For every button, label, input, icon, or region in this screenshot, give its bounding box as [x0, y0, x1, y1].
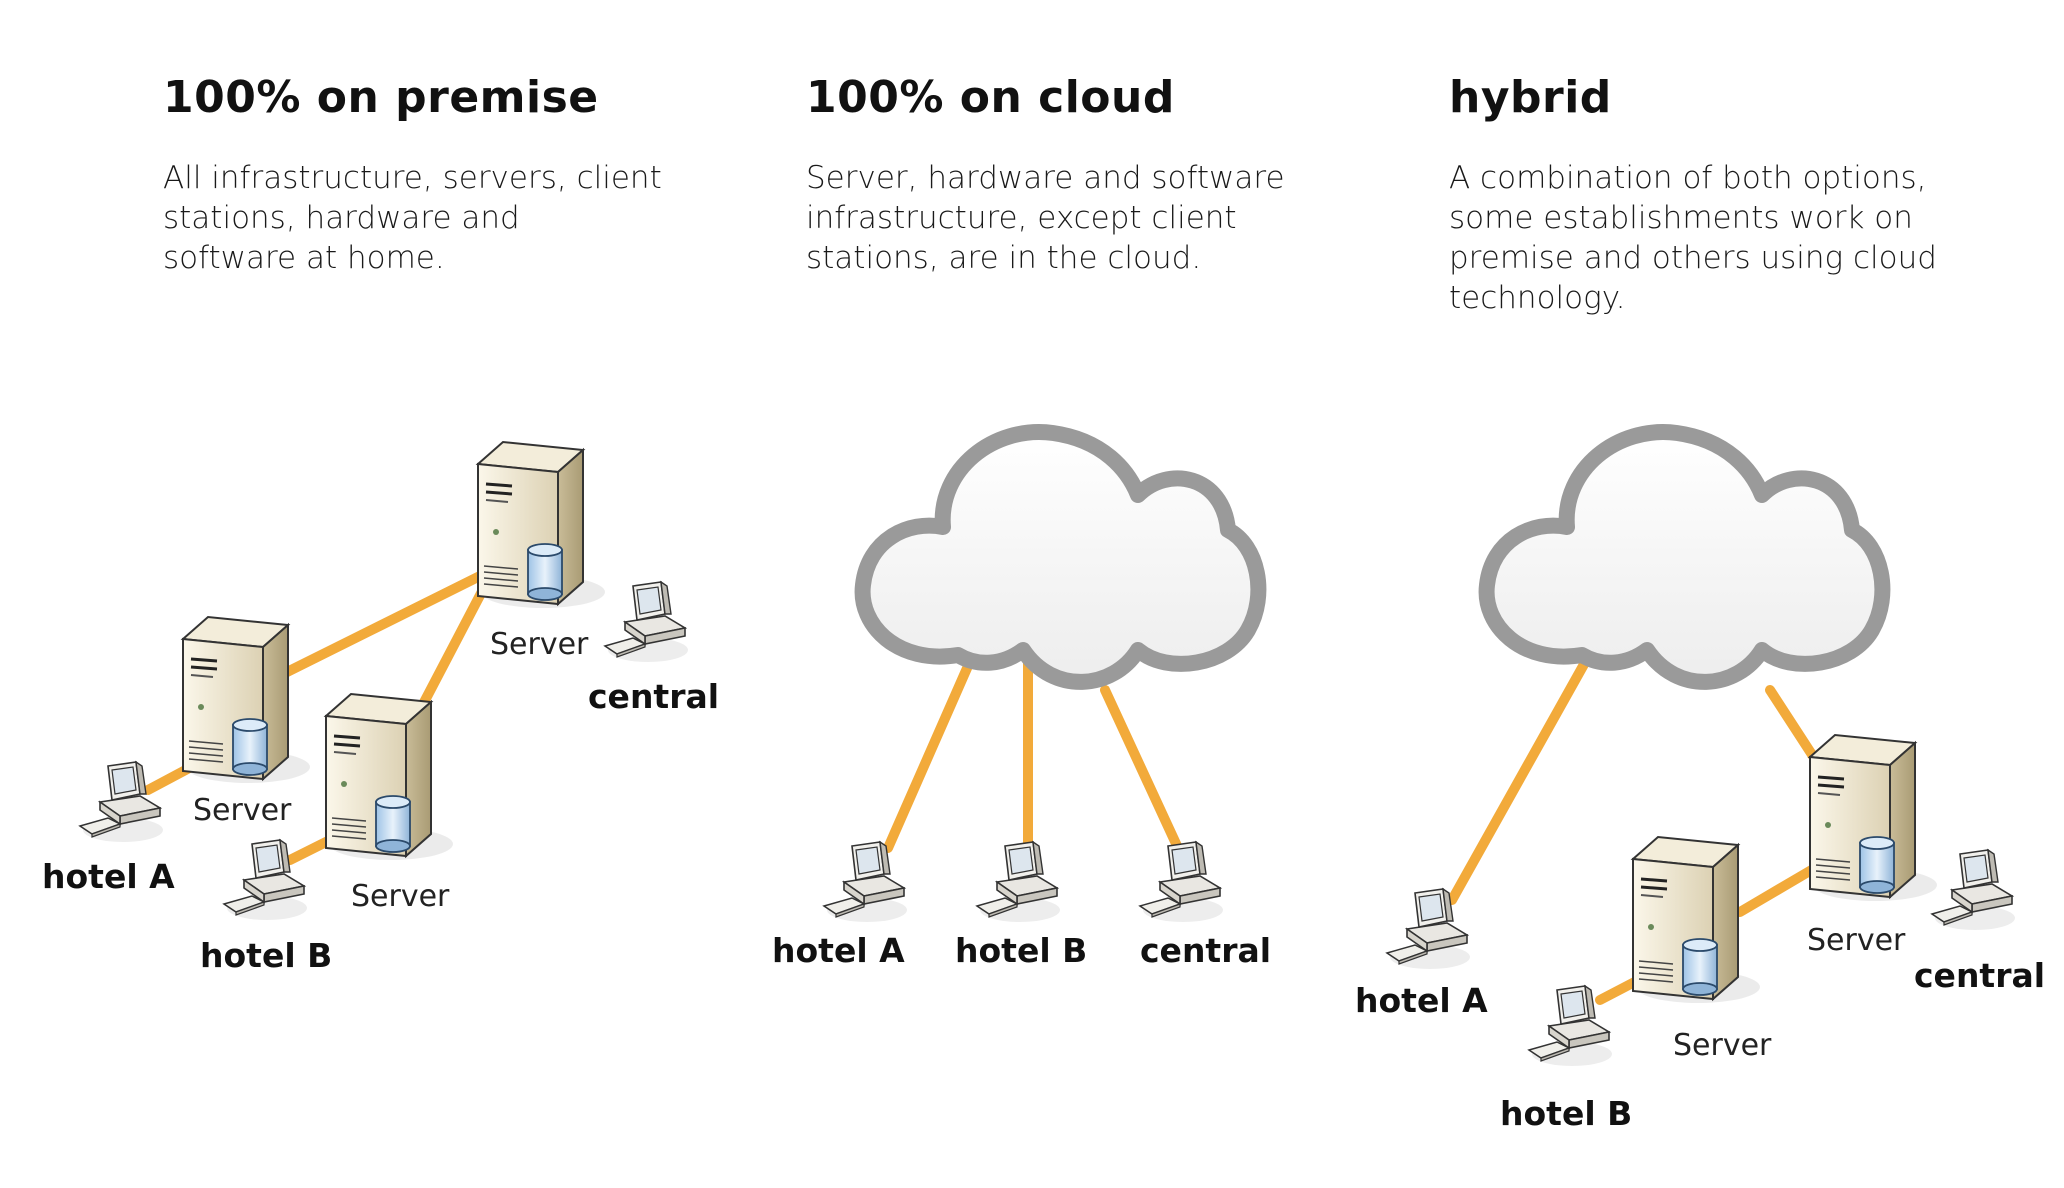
workstation-icon	[223, 839, 308, 921]
workstation-icon	[1386, 888, 1471, 970]
workstation-icon	[823, 841, 908, 923]
hotel-a-label: hotel A	[1355, 981, 1488, 1020]
premise-description: All infrastructure, servers, client stat…	[163, 160, 662, 276]
hotel-a-label: hotel A	[42, 857, 175, 896]
cloud-description: Server, hardware and software infrastruc…	[806, 160, 1285, 276]
workstation-icon	[976, 841, 1061, 923]
central-label: central	[1914, 956, 2045, 995]
server-icon	[1631, 835, 1762, 1005]
workstation-icon	[1139, 841, 1224, 923]
server-label: Server	[1673, 1028, 1772, 1063]
link	[1100, 685, 1183, 853]
central-label: central	[1140, 931, 1271, 970]
premise-diagram: Server Server Server hotel A hotel B cen…	[42, 440, 719, 975]
hotel-a-label: hotel A	[772, 931, 905, 970]
server-icon	[324, 692, 455, 862]
workstation-icon	[1931, 849, 2016, 931]
server-icon	[181, 615, 312, 785]
server-label: Server	[1807, 923, 1906, 958]
hotel-b-label: hotel B	[1500, 1094, 1632, 1133]
cloud-icon	[863, 432, 1259, 682]
server-label: Server	[490, 627, 589, 662]
cloud-diagram: hotel A hotel B central	[772, 432, 1271, 970]
server-icon	[476, 440, 607, 610]
premise-title: 100% on premise	[163, 72, 599, 123]
workstation-icon	[604, 581, 689, 663]
server-label: Server	[351, 879, 450, 914]
cloud-title: 100% on cloud	[806, 72, 1175, 123]
server-icon	[1808, 733, 1939, 903]
server-label: Server	[193, 793, 292, 828]
link	[415, 575, 493, 715]
workstation-icon	[79, 761, 164, 843]
hybrid-title: hybrid	[1449, 72, 1612, 123]
cloud-icon	[1487, 432, 1883, 682]
hybrid-description: A combination of both options, some esta…	[1449, 160, 1937, 316]
hybrid-diagram: Server Server hotel A hotel B central	[1355, 432, 2045, 1133]
hotel-b-label: hotel B	[200, 936, 332, 975]
link	[1735, 860, 1825, 917]
link	[1447, 645, 1597, 905]
link	[883, 645, 980, 853]
hotel-b-label: hotel B	[955, 931, 1087, 970]
central-label: central	[588, 677, 719, 716]
link	[270, 567, 493, 683]
